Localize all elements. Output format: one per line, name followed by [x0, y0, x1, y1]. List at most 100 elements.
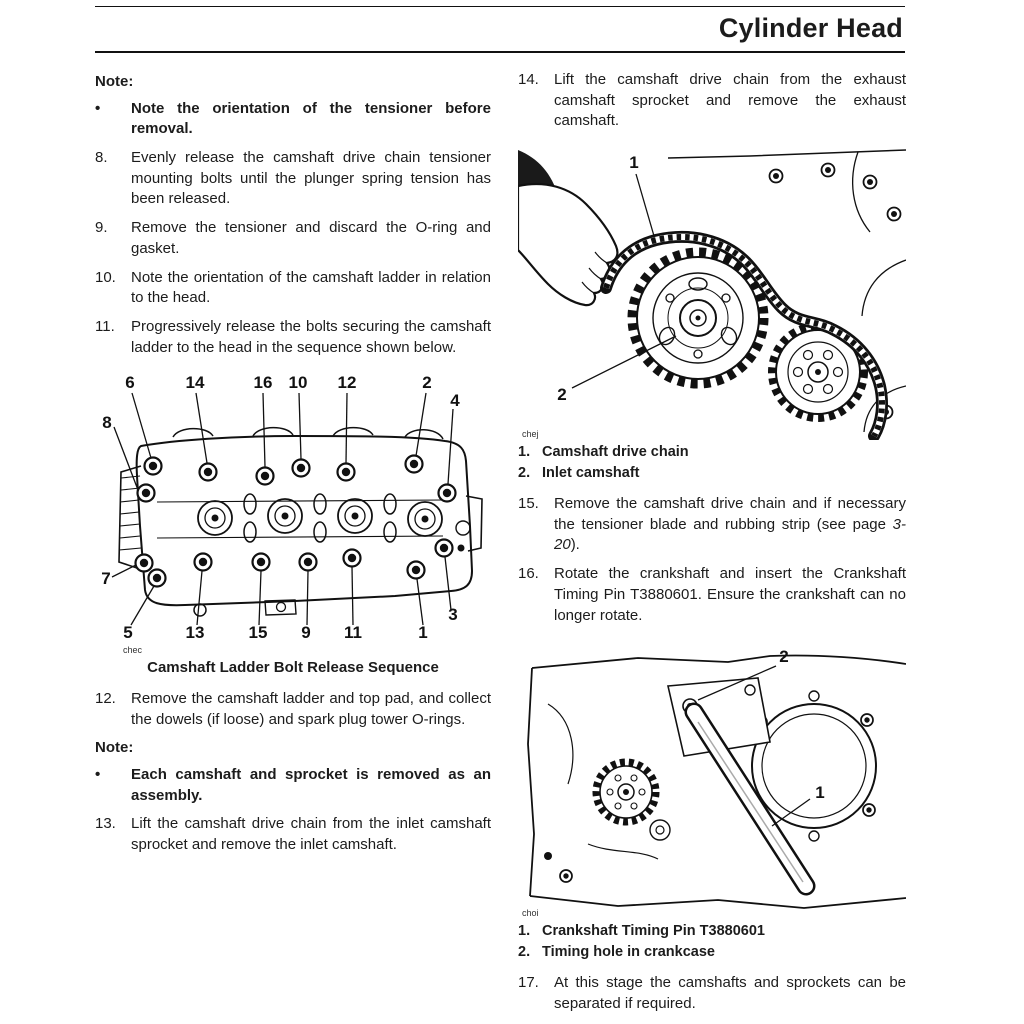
- camshaft-ladder-figure: 6 14 16 10 12 2 4 8 7 5 13 15 9 11 1 3: [95, 366, 491, 656]
- callout-label: 3: [448, 605, 457, 624]
- step-text: Rotate the crankshaft and insert the Cra…: [554, 565, 906, 624]
- engine-background: [667, 149, 906, 433]
- timing-pin-diagram: 2 1 choi: [522, 647, 906, 918]
- callout-label: 15: [249, 623, 268, 642]
- note-bullet-text: Note the orientation of the tensioner be…: [131, 99, 491, 138]
- step-number: 16.: [518, 565, 539, 583]
- camshaft-chain-figure: 1 2 chej: [518, 140, 906, 441]
- figure-key-row: 2. Inlet camshaft: [518, 463, 906, 484]
- figure-key-row: 1. Crankshaft Timing Pin T3880601: [518, 921, 906, 942]
- callout-label: 11: [344, 623, 362, 642]
- callout-label: 1: [815, 783, 824, 802]
- timing-pin-figure: 2 1 choi: [518, 634, 906, 919]
- step-number: 14.: [518, 71, 539, 88]
- step-number: 17.: [518, 974, 539, 992]
- step-item: 17. At this stage the camshafts and spro…: [518, 973, 906, 1014]
- callout-label: 2: [779, 647, 788, 666]
- callout-label: 8: [102, 413, 111, 432]
- header-bottom-rule: [95, 51, 905, 53]
- key-text: Camshaft drive chain: [542, 444, 689, 461]
- bullet-glyph: •: [95, 766, 101, 783]
- key-text: Inlet camshaft: [542, 465, 640, 482]
- chain-figure-callouts: 1 2: [557, 153, 677, 404]
- bullet-glyph: •: [95, 99, 101, 117]
- key-number: 2.: [518, 465, 531, 482]
- key-text: Crankshaft Timing Pin T3880601: [542, 923, 765, 940]
- step-number: 12.: [95, 689, 116, 707]
- step-text: Note the orientation of the camshaft lad…: [131, 268, 491, 307]
- callout-label: 2: [422, 373, 431, 392]
- timing-pin: [684, 702, 816, 896]
- camshaft-chain-diagram: 1 2 chej: [518, 149, 906, 441]
- step-number: 10.: [95, 268, 116, 286]
- callout-label: 6: [125, 373, 134, 392]
- pin-figure-callouts: 2 1: [697, 647, 825, 827]
- callout-label: 12: [338, 373, 357, 392]
- callout-label: 2: [557, 385, 566, 404]
- step-number: 8.: [95, 149, 108, 167]
- callout-label: 9: [301, 623, 310, 642]
- key-text: Timing hole in crankcase: [542, 944, 715, 961]
- camshaft-ladder-diagram: 6 14 16 10 12 2 4 8 7 5 13 15 9 11 1 3: [101, 373, 483, 655]
- right-column: 14. Lift the camshaft drive chain from t…: [518, 70, 906, 1023]
- step-number: 13.: [95, 815, 116, 833]
- left-column: Note: • Note the orientation of the tens…: [95, 70, 491, 864]
- step-text: Remove the camshaft ladder and top pad, …: [131, 689, 491, 728]
- step-item: 12. Remove the camshaft ladder and top p…: [95, 689, 491, 730]
- ladder-internal-details: [193, 493, 471, 617]
- figure-code: chej: [522, 429, 539, 439]
- ladder-callout-labels: 6 14 16 10 12 2 4 8 7 5 13 15 9 11 1 3: [101, 373, 460, 642]
- callout-label: 16: [254, 373, 273, 392]
- page-title: Cylinder Head: [718, 13, 903, 43]
- step-text: Evenly release the camshaft drive chain …: [131, 149, 491, 208]
- page-header: Cylinder Head: [95, 6, 905, 53]
- callout-label: 4: [450, 391, 460, 410]
- step-item: 16. Rotate the crankshaft and insert the…: [518, 564, 906, 626]
- step-number: 9.: [95, 219, 108, 237]
- step-number: 11.: [95, 317, 115, 335]
- step-item: 13. Lift the camshaft drive chain from t…: [95, 814, 491, 855]
- crankshaft-gear: [592, 758, 671, 841]
- step-text: Lift the camshaft drive chain from the i…: [131, 815, 491, 854]
- figure-code: choi: [522, 908, 539, 918]
- header-top-rule: [95, 6, 905, 7]
- callout-label: 1: [418, 623, 427, 642]
- step-text: Remove the camshaft drive chain and if n…: [554, 495, 906, 554]
- callout-label: 1: [629, 153, 638, 172]
- callout-label: 13: [186, 623, 205, 642]
- figure-key: 1. Camshaft drive chain 2. Inlet camshaf…: [518, 442, 906, 484]
- step-number: 15.: [518, 495, 539, 513]
- note-heading: Note:: [95, 73, 134, 90]
- key-number: 1.: [518, 444, 531, 461]
- callout-label: 5: [123, 623, 132, 642]
- figure-code: chec: [123, 645, 143, 655]
- step-item: 8. Evenly release the camshaft drive cha…: [95, 148, 491, 210]
- figure-key: 1. Crankshaft Timing Pin T3880601 2. Tim…: [518, 921, 906, 963]
- figure-caption: Camshaft Ladder Bolt Release Sequence: [147, 659, 439, 677]
- crankcase-outline: [527, 654, 906, 910]
- step-text: Remove the tensioner and discard the O-r…: [131, 219, 491, 257]
- step-text: At this stage the camshafts and sprocket…: [554, 974, 906, 1012]
- key-number: 2.: [518, 944, 531, 961]
- figure-key-row: 2. Timing hole in crankcase: [518, 942, 906, 963]
- timing-hole-bracket: [667, 677, 771, 758]
- drive-chain: [600, 231, 888, 441]
- crankcase-housing: [751, 690, 877, 842]
- callout-label: 7: [101, 569, 110, 588]
- step-item: 9. Remove the tensioner and discard the …: [95, 218, 491, 259]
- hand-illustration: [518, 150, 619, 307]
- step-item: 10. Note the orientation of the camshaft…: [95, 268, 491, 309]
- step-item: 14. Lift the camshaft drive chain from t…: [518, 70, 906, 132]
- ladder-leader-lines: [111, 393, 454, 626]
- callout-label: 14: [186, 373, 205, 392]
- step-item: 15. Remove the camshaft drive chain and …: [518, 494, 906, 556]
- note-bullet-item: • Each camshaft and sprocket is removed …: [95, 765, 491, 806]
- callout-label: 10: [289, 373, 308, 392]
- exhaust-side-sprocket: [768, 322, 868, 423]
- step-text: Lift the camshaft drive chain from the e…: [554, 71, 906, 130]
- inlet-camshaft-sprocket: [627, 247, 769, 389]
- step-text: Progressively release the bolts securing…: [131, 317, 491, 356]
- note-heading: Note:: [95, 739, 134, 757]
- note-bullet-item: • Note the orientation of the tensioner …: [95, 99, 491, 140]
